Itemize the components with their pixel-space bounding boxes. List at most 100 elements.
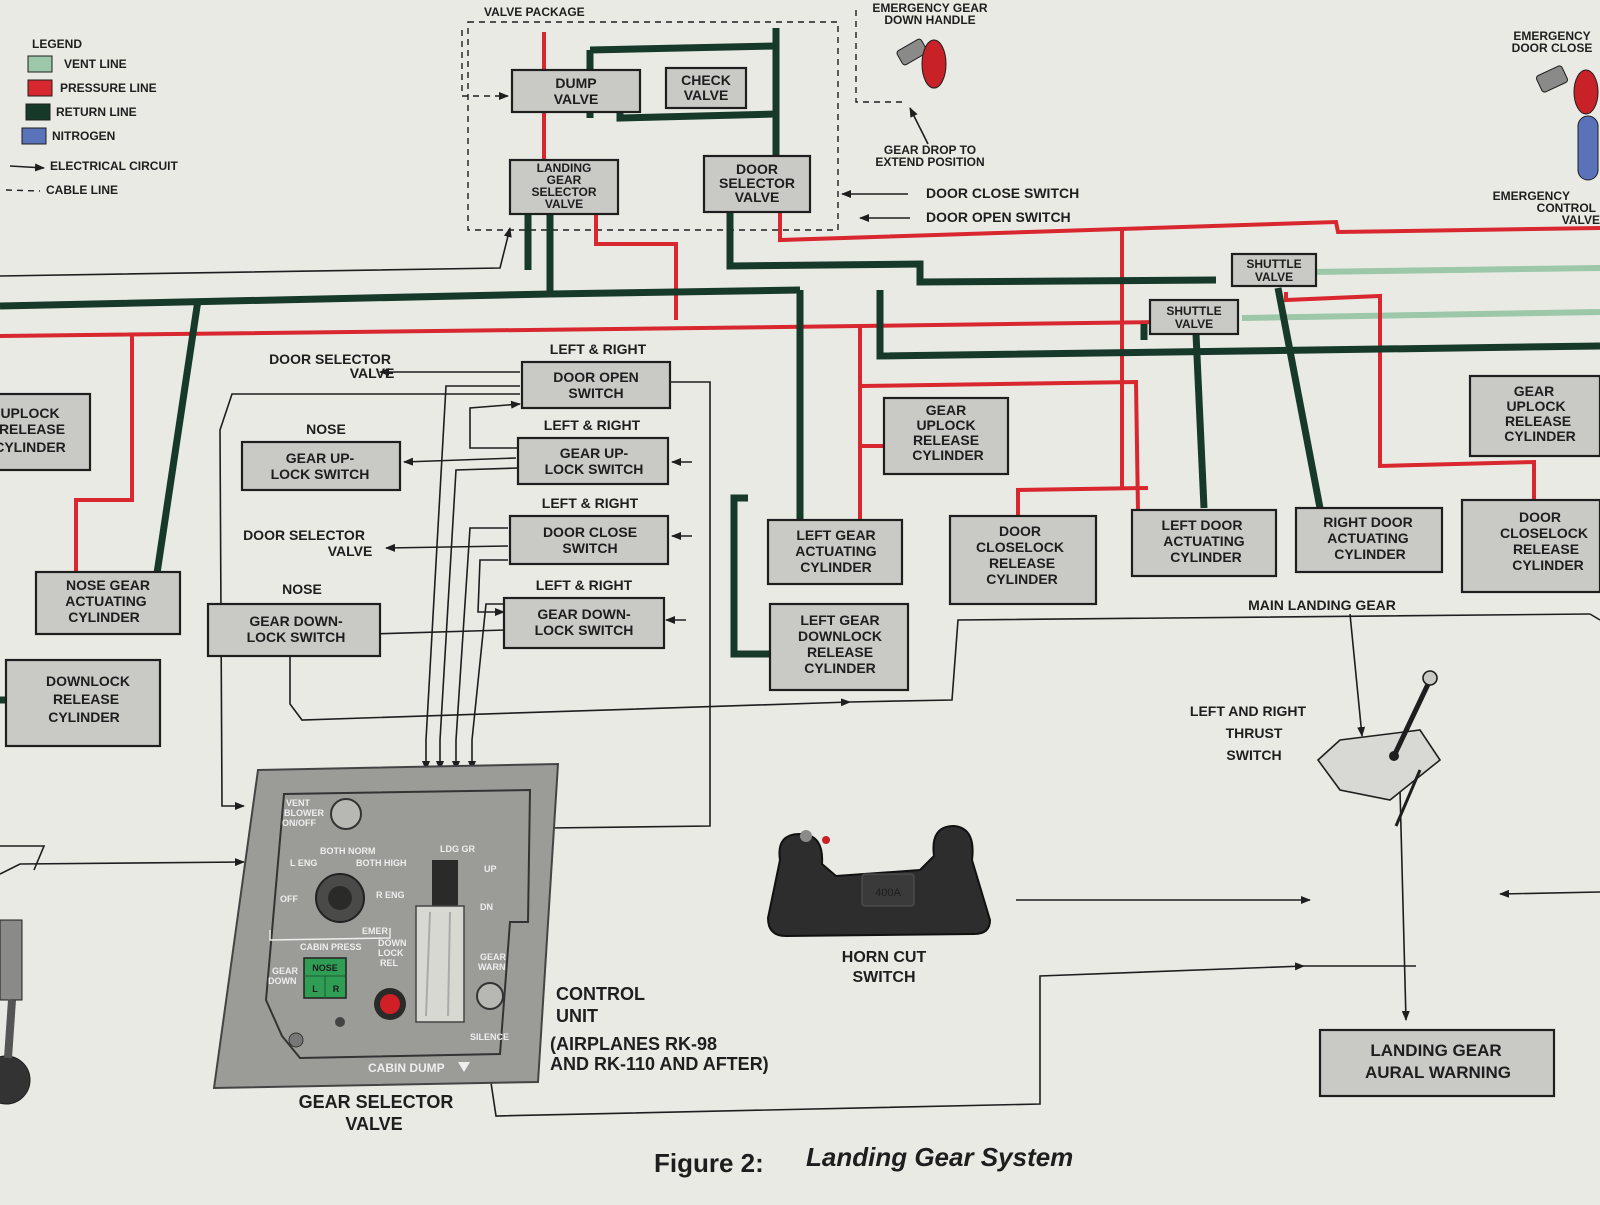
gear-warn-label-1: GEAR bbox=[480, 952, 507, 962]
gear-handle-groove-1 bbox=[425, 911, 431, 1017]
lr-gear-downlock-switch: LEFT & RIGHT GEAR DOWN- LOCK SWITCH bbox=[502, 577, 666, 650]
check-valve-label-2: VALVE bbox=[684, 87, 729, 103]
gear-drop-label-2: EXTEND POSITION bbox=[875, 155, 984, 169]
return-to-right-door bbox=[1274, 287, 1324, 509]
door-selector-signal-2-line2: VALVE bbox=[328, 543, 373, 559]
lr-door-open-box bbox=[520, 360, 672, 410]
shuttle-lower-label-2: VALVE bbox=[1175, 317, 1213, 331]
lg-selector-label-2: GEAR bbox=[547, 173, 582, 187]
door-selector-label-3: VALVE bbox=[735, 189, 780, 205]
gear-uplock-label-1: GEAR bbox=[926, 402, 966, 418]
landing-gear-selector-valve: LANDING GEAR SELECTOR VALVE bbox=[508, 158, 620, 216]
thrust-switch: LEFT AND RIGHT THRUST SWITCH bbox=[1190, 670, 1442, 827]
door-closelock-label-4: CYLINDER bbox=[986, 571, 1058, 587]
shuttle-valve-lower-box bbox=[1148, 298, 1240, 336]
up-label: UP bbox=[484, 864, 497, 874]
nose-gear-downlock-switch: NOSE GEAR DOWN- LOCK SWITCH bbox=[206, 581, 382, 658]
right-closelock-label-2: CLOSELOCK bbox=[1500, 525, 1588, 541]
left-gear-act-label-2: ACTUATING bbox=[795, 543, 877, 559]
emergency-gear-handle: EMERGENCY GEAR DOWN HANDLE GEAR DROP TO … bbox=[872, 1, 987, 169]
gear-handle-groove-2 bbox=[447, 911, 451, 1017]
shuttle-valve-upper-box bbox=[1230, 252, 1318, 288]
door-open-switch-label: DOOR OPEN SWITCH bbox=[926, 209, 1071, 225]
down-lock-rel-button[interactable] bbox=[380, 994, 400, 1014]
thrust-quadrant-icon bbox=[1316, 729, 1442, 801]
door-closelock-label-2: CLOSELOCK bbox=[976, 539, 1064, 555]
check-valve: CHECK VALVE bbox=[664, 66, 748, 110]
wire-to-lg-selector bbox=[0, 227, 512, 277]
emergency-handle-cable bbox=[855, 10, 904, 103]
electrical-circuit-sample bbox=[9, 163, 45, 172]
l-eng-label: L ENG bbox=[290, 858, 317, 868]
door-closelock-label-3: RELEASE bbox=[989, 555, 1055, 571]
landing-gear-handle[interactable] bbox=[415, 905, 465, 1023]
gear-warn-silence-button[interactable] bbox=[476, 982, 504, 1010]
off-label: OFF bbox=[280, 894, 298, 904]
legend-cable-line: CABLE LINE bbox=[46, 183, 118, 197]
pressure-selector-down bbox=[594, 210, 678, 320]
door-selector-signal-1-line1: DOOR SELECTOR bbox=[269, 351, 391, 367]
nose-uplock-label-1: GEAR UP- bbox=[286, 450, 355, 466]
control-unit: VENT BLOWER ON/OFF BOTH NORM L ENG BOTH … bbox=[212, 762, 560, 1090]
left-gear-actuating-box bbox=[766, 518, 904, 586]
legend-electrical-circuit: ELECTRICAL CIRCUIT bbox=[50, 159, 178, 173]
right-uplock-label-1: GEAR bbox=[1514, 383, 1554, 399]
control-unit-panel bbox=[212, 762, 560, 1090]
dump-valve-box bbox=[510, 68, 642, 114]
valve-package: VALVE PACKAGE bbox=[461, 5, 904, 231]
wire-main-gear-edge bbox=[1589, 613, 1600, 621]
pressure-upper-right bbox=[778, 208, 1600, 243]
pressure-to-nose-gear bbox=[74, 336, 134, 578]
return-to-downlock bbox=[730, 494, 774, 658]
uplock-left-label-1: UPLOCK bbox=[0, 405, 59, 421]
nose-downlock-label-2: LOCK SWITCH bbox=[247, 629, 346, 645]
cabin-press-bracket bbox=[269, 928, 391, 941]
return-door-selector-out bbox=[726, 208, 1217, 286]
nose-downlock-label-1: GEAR DOWN- bbox=[249, 613, 343, 629]
downlock-left-label-1: DOWNLOCK bbox=[46, 673, 130, 689]
main-landing-gear-label: MAIN LANDING GEAR bbox=[1248, 597, 1396, 613]
cabin-dump-label: CABIN DUMP bbox=[368, 1061, 445, 1075]
wire-bundle-1 bbox=[422, 385, 520, 771]
emergency-door-handle bbox=[1535, 65, 1569, 93]
gear-selector-label-2: VALVE bbox=[345, 1114, 402, 1134]
both-norm-label: BOTH NORM bbox=[320, 846, 376, 856]
lr-uplock-label-1: GEAR UP- bbox=[560, 445, 629, 461]
return-lower-horizontal bbox=[876, 290, 1600, 360]
control-unit-label-2: UNIT bbox=[556, 1006, 598, 1026]
pressure-main-horizontal bbox=[0, 320, 1159, 338]
indicator-l-label: L bbox=[312, 984, 318, 994]
vent-line-lower bbox=[1241, 309, 1600, 321]
nose-gear-strut-icon bbox=[0, 919, 31, 1105]
figure-caption: Figure 2: Landing Gear System bbox=[654, 1142, 1073, 1178]
indicator-nose-label: NOSE bbox=[312, 963, 338, 973]
left-gear-dl-label-1: LEFT GEAR bbox=[800, 612, 879, 628]
lr-door-open-label-1: DOOR OPEN bbox=[553, 369, 639, 385]
vent-blower-button[interactable] bbox=[330, 798, 362, 830]
hydraulic-lines bbox=[0, 28, 1600, 704]
dn-label: DN bbox=[480, 902, 493, 912]
lg-selector-label-3: SELECTOR bbox=[531, 185, 596, 199]
emergency-control-label-1: EMERGENCY bbox=[1493, 189, 1570, 203]
door-selector-label-1: DOOR bbox=[736, 161, 778, 177]
horn-cut-label-2: SWITCH bbox=[852, 969, 915, 986]
nitrogen-bottle bbox=[1577, 115, 1599, 181]
legend-pressure-line: PRESSURE LINE bbox=[60, 81, 157, 95]
return-main-horizontal bbox=[0, 286, 801, 310]
emergency-door-label-1: EMERGENCY bbox=[1513, 29, 1590, 43]
pressure-line-swatch bbox=[27, 79, 53, 97]
dump-valve-label-2: VALVE bbox=[554, 91, 599, 107]
emergency-control-label-2: CONTROL bbox=[1537, 201, 1596, 215]
lr-door-open-label-2: SWITCH bbox=[568, 385, 623, 401]
landing-gear-aural-warning: LANDING GEAR AURAL WARNING bbox=[1318, 1028, 1556, 1098]
shuttle-valve-lower: SHUTTLE VALVE bbox=[1148, 298, 1240, 336]
yoke-red-button-icon bbox=[822, 836, 830, 844]
shuttle-upper-label-1: SHUTTLE bbox=[1246, 257, 1301, 271]
lg-selector-label-1: LANDING bbox=[537, 161, 592, 175]
pressure-branch-right bbox=[1284, 292, 1536, 500]
aural-warning-label-1: LANDING GEAR bbox=[1370, 1041, 1501, 1060]
aural-warning-label-2: AURAL WARNING bbox=[1365, 1063, 1511, 1082]
right-closelock-label-1: DOOR bbox=[1519, 509, 1561, 525]
strut-body-icon bbox=[0, 919, 23, 1001]
